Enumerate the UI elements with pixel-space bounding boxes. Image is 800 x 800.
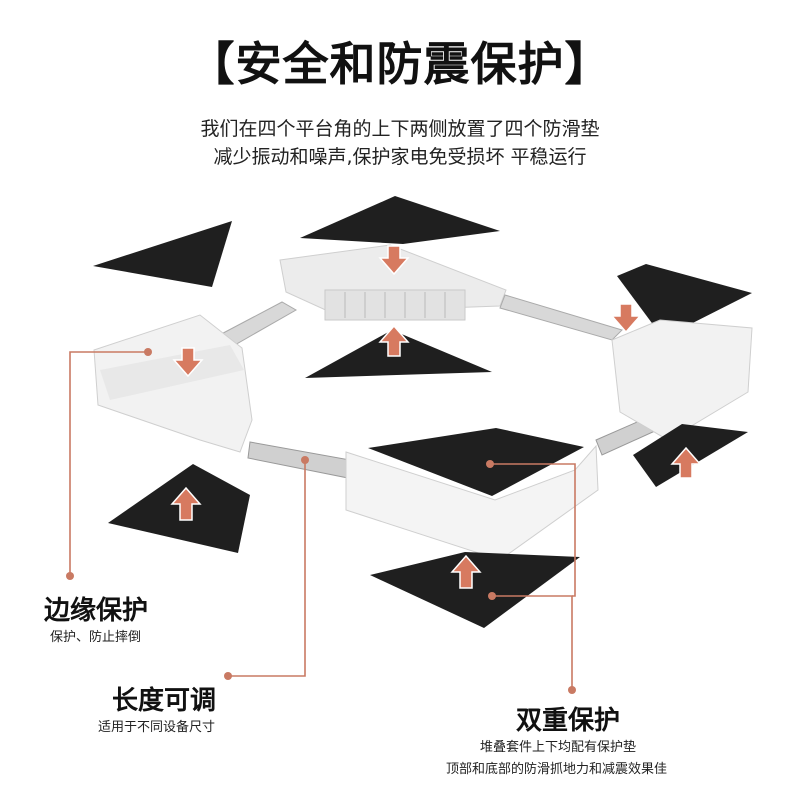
feature-double-title: 双重保护 (516, 706, 621, 736)
feature-edge-title: 边缘保护 (44, 596, 149, 626)
feature-edge-desc: 保护、防止摔倒 (50, 630, 142, 645)
callout-line-double-2 (492, 595, 573, 690)
top-pad-front (368, 428, 584, 496)
top-pad-right (617, 264, 752, 338)
feature-length-desc: 适用于不同设备尺寸 (98, 720, 216, 735)
arrow-up-front (450, 554, 482, 589)
page-title: 【安全和防震保护】 (188, 37, 612, 91)
bottom-pad-left (108, 464, 250, 553)
rail-front-left (247, 441, 351, 479)
feature-double-desc-1: 堆叠套件上下均配有保护垫 (480, 740, 637, 755)
arrow-down-right (610, 303, 642, 334)
callout-line-length (228, 460, 306, 677)
arrow-down-back (378, 245, 410, 276)
arrow-up-left (170, 486, 202, 521)
arrow-down-left (172, 347, 204, 378)
feature-double-desc-2: 顶部和底部的防滑抓地力和减震效果佳 (446, 762, 668, 777)
callout-line-edge (69, 351, 148, 576)
callout-line-double (490, 463, 576, 597)
frame-right-corner (611, 319, 753, 441)
feature-length-title: 长度可调 (112, 686, 217, 716)
subtitle-line-2: 减少振动和噪声,保护家电免受损坏 平稳运行 (213, 146, 587, 168)
rail-back-right (499, 294, 623, 341)
arrow-up-right (670, 446, 702, 479)
top-pad-left (93, 221, 232, 287)
subtitle-line-1: 我们在四个平台角的上下两侧放置了四个防滑垫 (200, 118, 600, 140)
arrow-up-middle (378, 324, 410, 357)
frame-front-corner (345, 444, 599, 561)
bottom-pad-front (370, 552, 580, 628)
top-pad-back (300, 196, 500, 244)
